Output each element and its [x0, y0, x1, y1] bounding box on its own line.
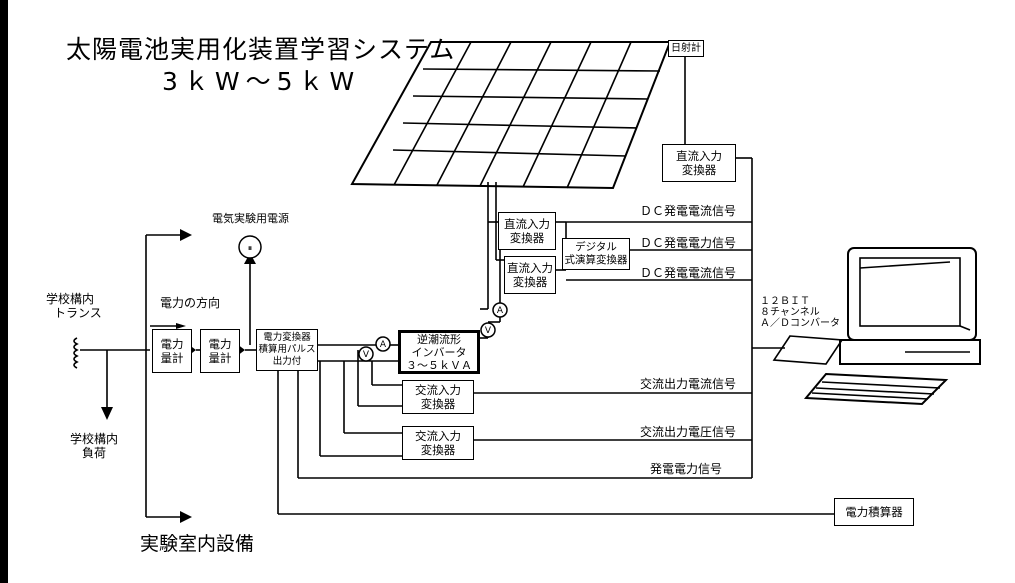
- dc-conv-top-line-2: 変換器: [681, 163, 717, 177]
- ac-input-converter-box-2: 交流入力 変換器: [402, 426, 474, 460]
- label-school-load-2: 負荷: [82, 446, 107, 460]
- adc-board: [772, 335, 844, 365]
- inverter-line-1: 逆潮流形: [417, 332, 461, 346]
- label-adc-3: Ａ／Ｄコンバータ: [760, 318, 840, 329]
- pulse-line-3: 出力付: [272, 356, 302, 367]
- dc-conv-1-line-2: 変換器: [509, 231, 545, 245]
- label-school-transformer-1: 学校構内: [46, 292, 95, 306]
- arrow-up-lab: [180, 229, 192, 241]
- dc-input-converter-box-top: 直流入力 変換器: [662, 144, 736, 182]
- ammeter-ac: [375, 336, 391, 352]
- arrow-lab-equipment: [180, 511, 192, 523]
- power-meter-box-1: 電力 量計: [152, 329, 192, 373]
- power-meter-box-2: 電力 量計: [200, 329, 240, 373]
- meter-2-line-2: 量計: [208, 351, 232, 365]
- dc-conv-top-line-1: 直流入力: [676, 149, 722, 163]
- arrow-power-direction: [176, 323, 186, 329]
- label-ac-voltage-signal: 交流出力電圧信号: [640, 425, 737, 439]
- computer-base: [839, 339, 981, 365]
- pulse-output-converter-box: 電力変換器 積算用パルス 出力付: [256, 329, 318, 371]
- pulse-line-2: 積算用パルス: [258, 344, 316, 355]
- pyranometer-label: 日射計: [671, 42, 701, 54]
- lab-power-source-symbol: [238, 235, 262, 259]
- label-lab-power-source: 電気実験用電源: [212, 212, 289, 225]
- arrow-school-load: [101, 407, 113, 420]
- label-lab-equipment: 実験室内設備: [140, 533, 255, 555]
- label-dc-current-signal-1: ＤＣ発電電流信号: [640, 204, 737, 218]
- power-integrator-label: 電力積算器: [845, 505, 903, 519]
- label-school-load-1: 学校構内: [70, 432, 119, 446]
- voltmeter-ac: [358, 346, 374, 362]
- transformer-coil: [73, 337, 79, 369]
- label-school-transformer-2: トランス: [54, 306, 102, 320]
- digital-calc-line-2: 式演算変換器: [564, 254, 628, 266]
- ac-conv-1-line-1: 交流入力: [415, 383, 461, 397]
- ammeter-dc: [492, 302, 508, 318]
- label-power-direction: 電力の方向: [160, 296, 221, 310]
- solar-panel-grid: [422, 68, 661, 72]
- dc-input-converter-box-2: 直流入力 変換器: [504, 256, 556, 294]
- pyranometer-box: 日射計: [668, 40, 704, 57]
- keyboard: [803, 372, 949, 406]
- ac-conv-2-line-1: 交流入力: [415, 429, 461, 443]
- voltmeter-dc: [480, 322, 496, 338]
- ac-conv-2-line-2: 変換器: [420, 443, 456, 457]
- digital-calc-line-1: デジタル: [575, 241, 617, 253]
- svg-text:⏸: ⏸: [248, 244, 253, 254]
- dc-conv-2-line-2: 変換器: [512, 275, 548, 289]
- meter-1-line-1: 電力: [160, 337, 184, 351]
- label-adc-2: ８チャンネル: [760, 307, 820, 318]
- ac-input-converter-box-1: 交流入力 変換器: [402, 380, 474, 414]
- label-dc-current-signal-2: ＤＣ発電電流信号: [640, 266, 737, 280]
- power-integrator-box: 電力積算器: [834, 498, 914, 526]
- ammeter-dc-label: A: [497, 306, 504, 316]
- dc-conv-2-line-1: 直流入力: [507, 261, 553, 275]
- label-ac-current-signal: 交流出力電流信号: [640, 377, 737, 391]
- voltmeter-ac-label: V: [363, 350, 370, 360]
- inverter-line-2: インバータ: [411, 345, 467, 359]
- voltmeter-dc-label: V: [485, 326, 492, 336]
- inverter-box: 逆潮流形 インバータ ３～５ｋＶＡ: [398, 330, 480, 374]
- label-dc-power-signal: ＤＣ発電電力信号: [640, 236, 737, 250]
- meter-2-line-1: 電力: [208, 337, 232, 351]
- dc-conv-1-line-1: 直流入力: [504, 217, 550, 231]
- label-generated-power-signal: 発電電力信号: [650, 462, 723, 476]
- meter-1-line-2: 量計: [160, 351, 184, 365]
- pulse-line-1: 電力変換器: [263, 332, 311, 343]
- diagram-title: 太陽電池実用化装置学習システム: [66, 35, 456, 64]
- ammeter-ac-label: A: [380, 340, 387, 350]
- inverter-line-3: ３～５ｋＶＡ: [406, 358, 472, 372]
- digital-calculator-box: デジタル 式演算変換器: [562, 238, 630, 270]
- label-adc-1: １２ＢＩＴ: [760, 296, 810, 307]
- left-edge-bar: [0, 0, 8, 583]
- ac-conv-1-line-2: 変換器: [420, 397, 456, 411]
- diagram-subtitle: 3ｋW～5ｋW: [162, 67, 361, 96]
- dc-input-converter-box-1: 直流入力 変換器: [498, 212, 556, 250]
